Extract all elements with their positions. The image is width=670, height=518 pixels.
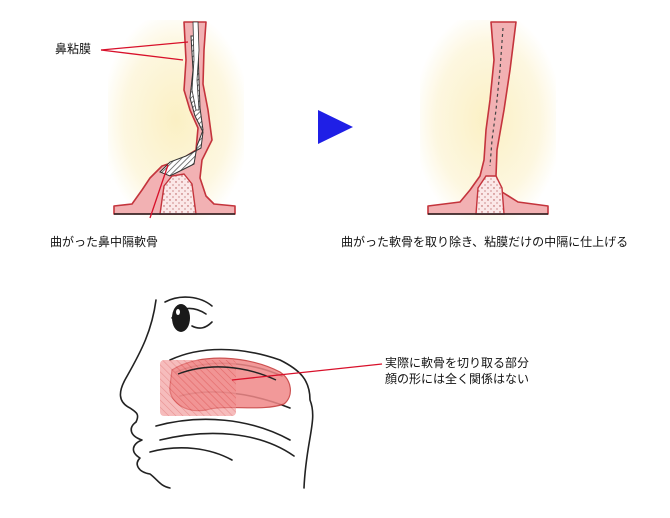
mucosa-leader-2 [100, 49, 184, 61]
eye [172, 304, 190, 332]
after-septum-line [489, 27, 504, 167]
palate-upper [155, 418, 291, 441]
cut-note-line1: 実際に軟骨を切り取る部分 [385, 356, 530, 370]
before-septum-illustration [100, 20, 244, 220]
after-caption-label: 曲がった軟骨を取り除き、粘膜だけの中隔に仕上げる [341, 235, 629, 249]
process-arrow-icon [318, 110, 353, 144]
deviated-cartilage-label: 曲がった鼻中隔軟骨 [50, 235, 159, 249]
after-septum-illustration [420, 20, 556, 220]
mucosa-leader-1 [100, 41, 189, 51]
lips-chin [130, 421, 171, 489]
before-core [191, 21, 200, 111]
cartilage-leader [149, 164, 169, 219]
eyebrow [164, 296, 213, 307]
lower-eyelid [191, 321, 213, 329]
before-cartilage [159, 35, 204, 177]
eye-highlight [176, 309, 180, 315]
palate-lower [159, 432, 295, 457]
nose-profile [119, 299, 157, 423]
cut-region-leader [231, 363, 383, 381]
nasal-cavity-outline [169, 348, 314, 489]
tongue-line [149, 447, 233, 461]
nasal-mucosa-label: 鼻粘膜 [55, 42, 92, 56]
cut-note-line2: 顔の形には全く関係はない [385, 372, 530, 386]
